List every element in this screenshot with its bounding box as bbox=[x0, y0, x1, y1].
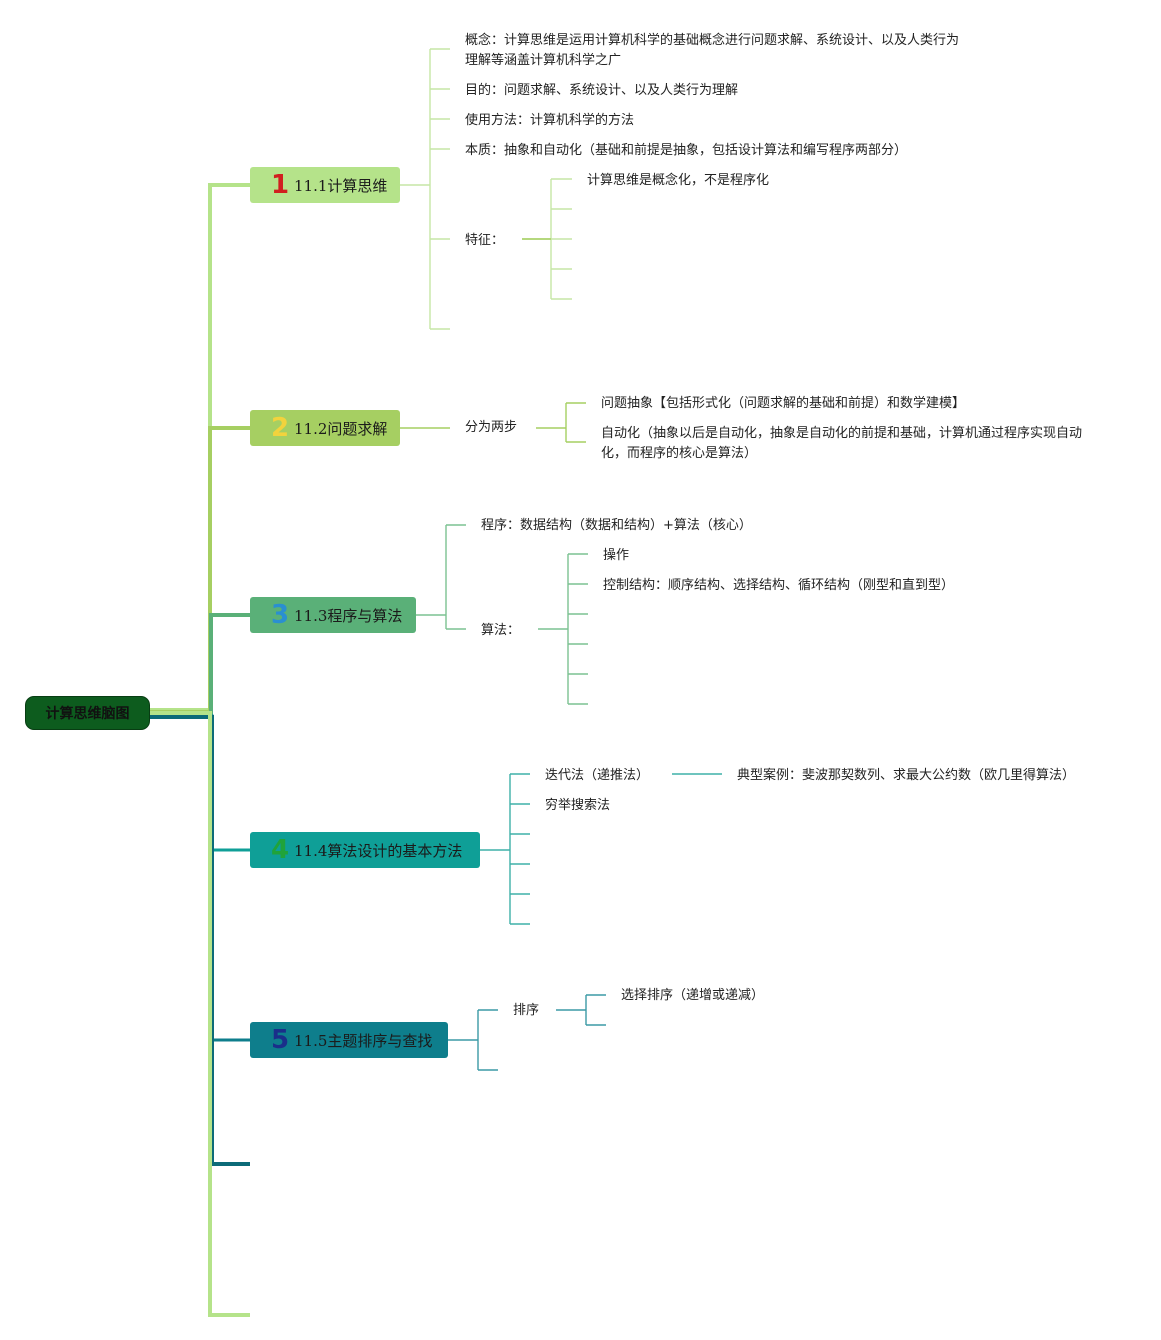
topic-2-number-icon: 2 bbox=[270, 413, 290, 443]
root-node[interactable]: 计算思维脑图 bbox=[25, 696, 150, 730]
topic-4-label: 11.4算法设计的基本方法 bbox=[294, 841, 463, 860]
topic-5-sorting[interactable]: 排序 bbox=[513, 1003, 540, 1018]
topic-2[interactable]: 2 11.2问题求解 bbox=[250, 410, 400, 446]
topic-1-method[interactable]: 使用方法：计算机科学的方法 bbox=[465, 113, 635, 128]
topic-3-algorithm[interactable]: 算法： bbox=[481, 623, 521, 638]
topic-5-label: 11.5主题排序与查找 bbox=[294, 1031, 433, 1050]
topic-1-label: 11.1计算思维 bbox=[294, 176, 388, 195]
topic-4-branches bbox=[480, 773, 722, 925]
topic-4-number-icon: 4 bbox=[270, 835, 290, 865]
topic-1-number-icon: 1 bbox=[270, 170, 290, 200]
topic-5-branches bbox=[448, 994, 606, 1071]
trunk-line-3 bbox=[150, 613, 250, 716]
topic-3-label: 11.3程序与算法 bbox=[294, 606, 403, 625]
topic-4[interactable]: 4 11.4算法设计的基本方法 bbox=[250, 832, 480, 868]
root-label: 计算思维脑图 bbox=[45, 706, 130, 722]
trunk-line-4 bbox=[150, 713, 250, 852]
topic-4-iteration-example[interactable]: 典型案例：斐波那契数列、求最大公约数（欧几里得算法） bbox=[737, 768, 1076, 783]
trunk-line-1 bbox=[150, 183, 250, 712]
topic-1-features[interactable]: 特征： bbox=[465, 233, 505, 248]
topic-2-label: 11.2问题求解 bbox=[294, 419, 388, 438]
topic-3-control-structure[interactable]: 控制结构：顺序结构、选择结构、循环结构（刚型和直到型） bbox=[603, 578, 955, 593]
topic-3-number-icon: 3 bbox=[270, 600, 290, 630]
trunk-line-2 bbox=[150, 426, 250, 714]
topic-2-two-steps[interactable]: 分为两步 bbox=[465, 420, 518, 435]
topic-2-branches bbox=[400, 402, 586, 443]
topic-1-concept[interactable]: 概念：计算思维是运用计算机科学的基础概念进行问题求解、系统设计、以及人类行为理解… bbox=[465, 33, 960, 68]
topic-2-step-abstraction[interactable]: 问题抽象【包括形式化（问题求解的基础和前提）和数学建模】 bbox=[601, 396, 966, 411]
topic-4-iteration[interactable]: 迭代法（递推法） bbox=[545, 768, 650, 783]
topic-5-selection-sort[interactable]: 选择排序（递增或递减） bbox=[621, 988, 765, 1003]
topic-1-branches bbox=[400, 48, 572, 330]
topic-3-branches bbox=[416, 524, 588, 705]
topic-3-operation[interactable]: 操作 bbox=[603, 548, 630, 563]
topic-5[interactable]: 5 11.5主题排序与查找 bbox=[250, 1022, 448, 1058]
trunk-line-5 bbox=[150, 714, 250, 1042]
topic-4-exhaustive-search[interactable]: 穷举搜索法 bbox=[545, 798, 611, 813]
topic-2-step-automation[interactable]: 自动化（抽象以后是自动化，抽象是自动化的前提和基础，计算机通过程序实现自动化，而… bbox=[601, 426, 1083, 461]
topic-1-feature-item[interactable]: 计算思维是概念化，不是程序化 bbox=[587, 173, 770, 188]
topic-5-number-icon: 5 bbox=[270, 1025, 290, 1055]
trunk-line-7 bbox=[150, 711, 250, 1317]
topic-3-program[interactable]: 程序：数据结构（数据和结构）+算法（核心） bbox=[481, 518, 752, 533]
topic-1[interactable]: 1 11.1计算思维 bbox=[250, 167, 400, 203]
trunk-line-6 bbox=[150, 715, 250, 1166]
topic-1-essence[interactable]: 本质：抽象和自动化（基础和前提是抽象，包括设计算法和编写程序两部分） bbox=[465, 143, 908, 158]
topic-3[interactable]: 3 11.3程序与算法 bbox=[250, 597, 416, 633]
topic-1-purpose[interactable]: 目的：问题求解、系统设计、以及人类行为理解 bbox=[465, 83, 739, 98]
